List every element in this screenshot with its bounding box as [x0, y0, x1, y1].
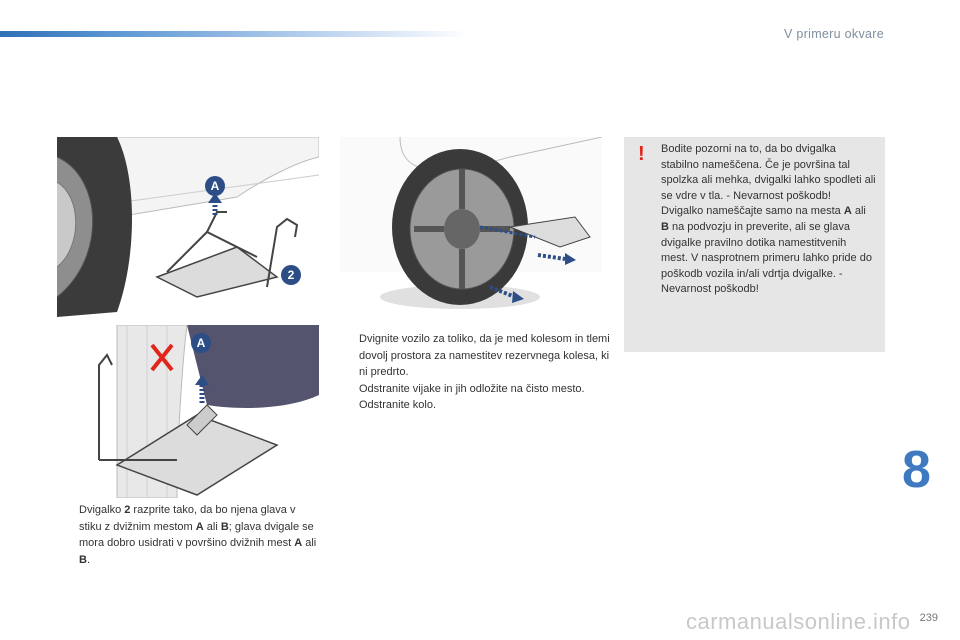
- warning-icon: !: [638, 143, 645, 165]
- warning-box: ! Bodite pozorni na to, da bo dvigalka s…: [624, 137, 885, 352]
- jack-instruction-text: Dvigalko 2 razprite tako, da bo njena gl…: [61, 502, 321, 568]
- marker-2-icon: 2: [281, 265, 301, 285]
- wheel-instruction-list: Dvignite vozilo za toliko, da je med kol…: [341, 331, 611, 414]
- marker-a-icon: A: [191, 333, 211, 353]
- list-item: Odstranite kolo.: [359, 399, 437, 411]
- jack-sill-illustration: [57, 137, 319, 317]
- chapter-number: 8: [902, 441, 931, 499]
- wheel-removal-illustration: [340, 137, 602, 309]
- jack-closeup-illustration: [98, 325, 319, 498]
- page-number: 239: [919, 612, 938, 624]
- section-title: V primeru okvare: [784, 27, 884, 41]
- marker-a-icon: A: [205, 176, 225, 196]
- figure-wheel-removal: [340, 137, 602, 317]
- figure-jack-positioning: A 2: [57, 137, 319, 317]
- list-item: Odstranite vijake in jih odložite na čis…: [359, 382, 585, 395]
- figure-jack-closeup: A: [57, 325, 319, 498]
- header-accent-bar: [0, 31, 470, 37]
- list-item: Dvignite vozilo za toliko, da je med kol…: [359, 333, 610, 378]
- watermark: carmanualsonline.info: [686, 609, 911, 634]
- list-item: Dvigalko 2 razprite tako, da bo njena gl…: [79, 504, 317, 566]
- warning-text: Bodite pozorni na to, da bo dvigalka sta…: [661, 143, 876, 296]
